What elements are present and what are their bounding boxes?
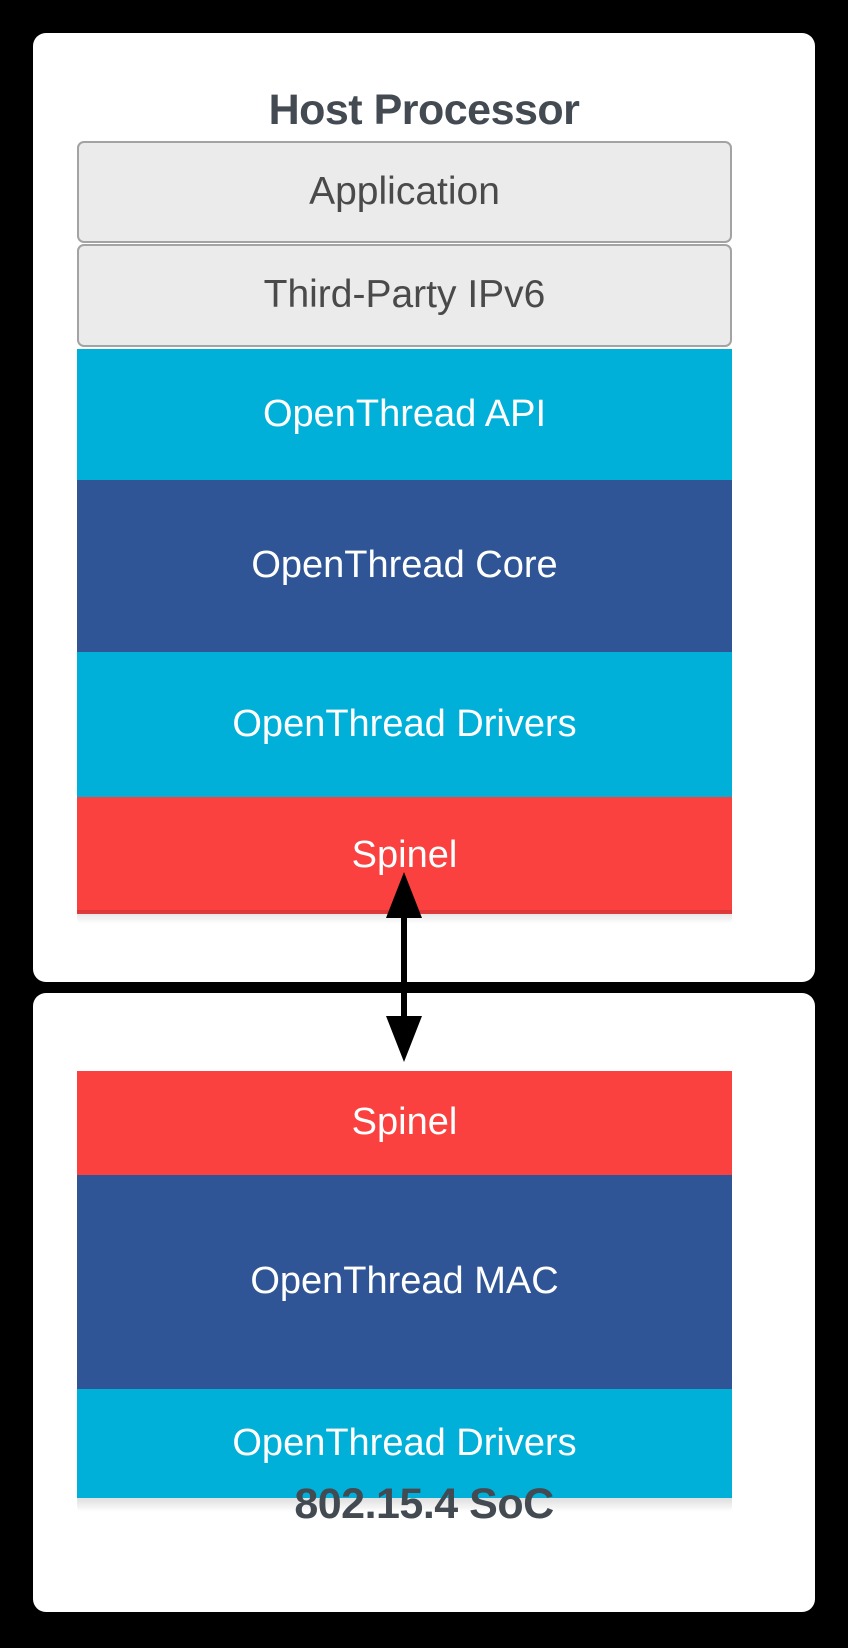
layer-spinel-host: Spinel <box>77 797 732 914</box>
layer-spinel-soc-label: Spinel <box>351 1101 458 1144</box>
layer-openthread-core-label: OpenThread Core <box>251 544 558 587</box>
layer-openthread-drivers-host-label: OpenThread Drivers <box>232 702 577 745</box>
panel-802-15-4-soc-title: 802.15.4 SoC <box>294 1480 554 1528</box>
soc-layer-stack: Spinel OpenThread MAC OpenThread Drivers <box>77 1071 732 1498</box>
layer-openthread-core: OpenThread Core <box>77 480 732 652</box>
layer-spinel-soc: Spinel <box>77 1071 732 1175</box>
panel-802-15-4-soc: Spinel OpenThread MAC OpenThread Drivers… <box>33 993 815 1612</box>
host-layer-stack: Application Third-Party IPv6 OpenThread … <box>77 141 732 914</box>
layer-openthread-mac-label: OpenThread MAC <box>250 1260 559 1303</box>
layer-openthread-drivers-soc: OpenThread Drivers <box>77 1389 732 1498</box>
layer-spinel-host-label: Spinel <box>351 833 458 876</box>
layer-openthread-drivers-host: OpenThread Drivers <box>77 652 732 797</box>
layer-third-party-ipv6: Third-Party IPv6 <box>77 244 732 347</box>
panel-host-processor: Host Processor Application Third-Party I… <box>33 33 815 982</box>
layer-openthread-mac: OpenThread MAC <box>77 1175 732 1389</box>
layer-openthread-api-label: OpenThread API <box>262 392 547 435</box>
layer-application: Application <box>77 141 732 243</box>
layer-openthread-api: OpenThread API <box>77 349 732 480</box>
layer-application-label: Application <box>309 169 500 213</box>
layer-openthread-drivers-soc-label: OpenThread Drivers <box>232 1421 577 1464</box>
panel-host-processor-title: Host Processor <box>268 86 580 134</box>
layer-third-party-ipv6-label: Third-Party IPv6 <box>263 273 546 317</box>
